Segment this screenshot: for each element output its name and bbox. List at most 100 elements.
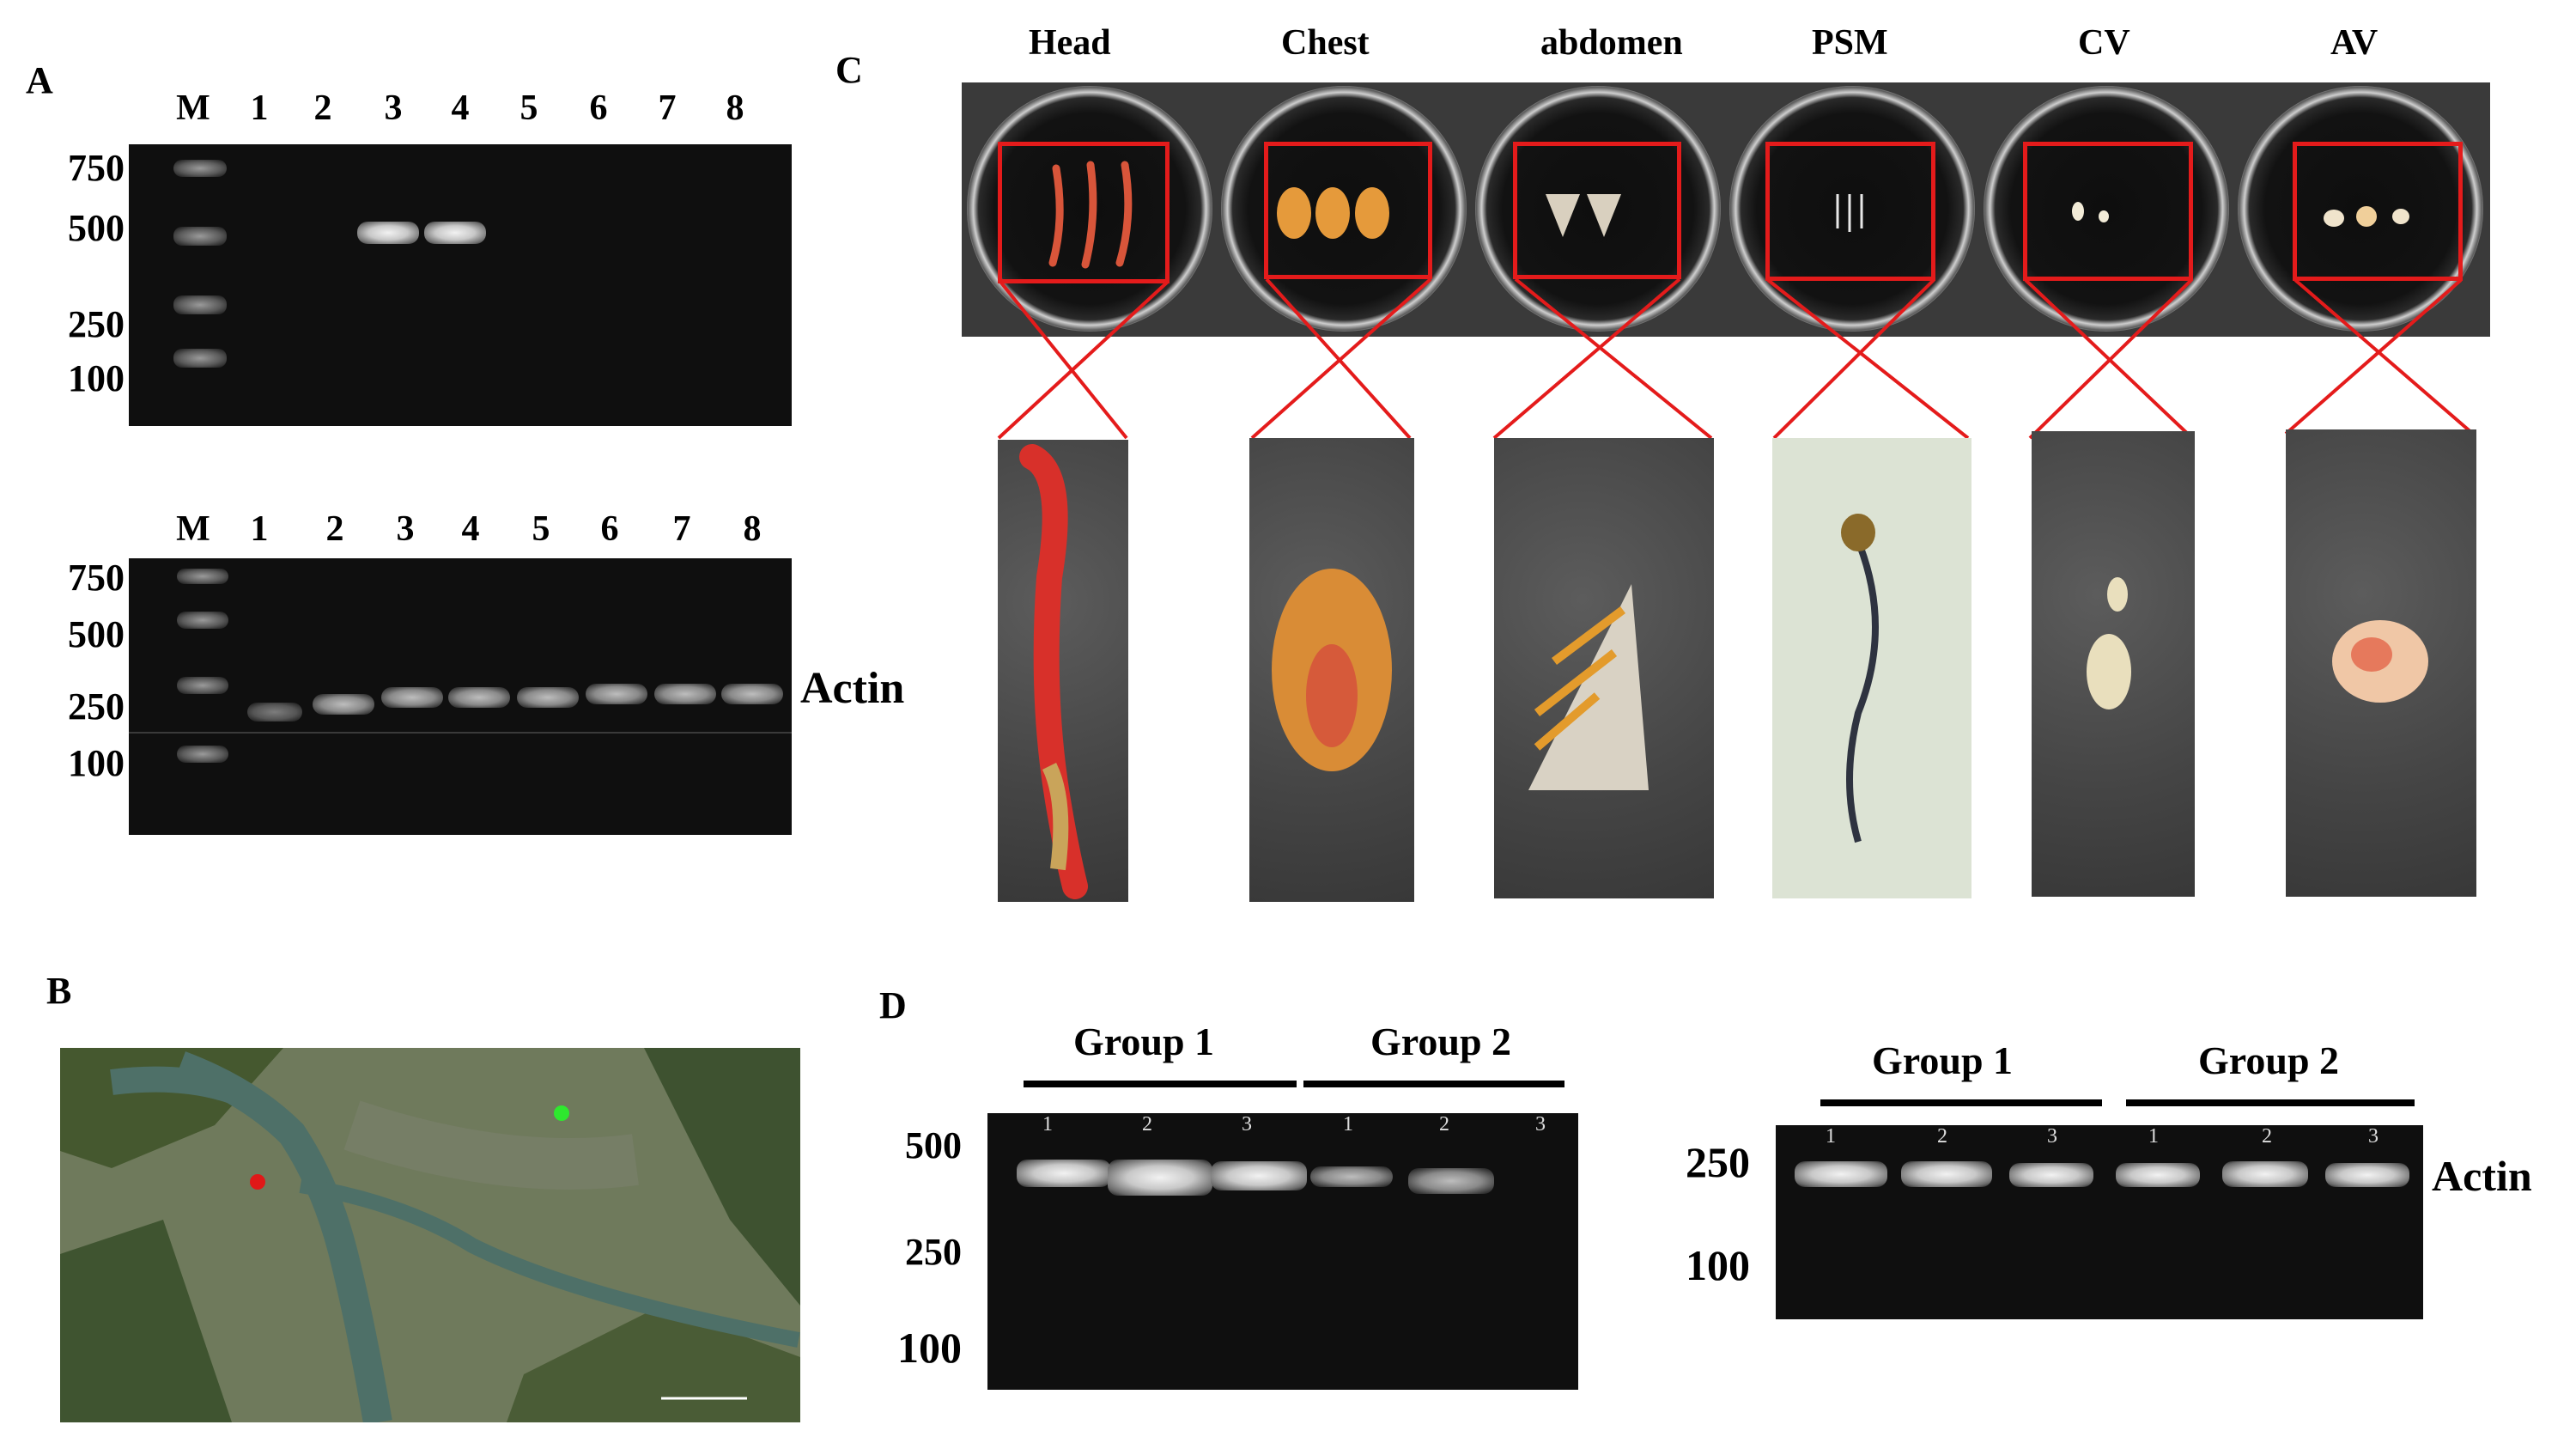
- lane-label: 5: [532, 509, 550, 549]
- size-label: 500: [68, 207, 125, 249]
- lane-label: 3: [396, 509, 415, 549]
- lane-label: 4: [451, 88, 470, 128]
- actin-band: [1901, 1161, 1992, 1187]
- size-label: 100: [1686, 1241, 1750, 1289]
- selection-box: [998, 142, 1170, 283]
- head-specimens: [1048, 161, 1133, 269]
- closeup-photo: [1772, 438, 1971, 898]
- actin-band: [654, 684, 716, 704]
- ladder-band: [173, 349, 227, 368]
- sample-band: [1211, 1161, 1307, 1190]
- lane-label: 6: [589, 88, 608, 128]
- group-label: Group 2: [1370, 1020, 1512, 1063]
- lane-label: 1: [250, 509, 269, 549]
- panel-label-d: D: [879, 984, 907, 1026]
- selection-box: [1765, 142, 1935, 281]
- lane-number: 2: [1142, 1113, 1152, 1136]
- actin-band: [721, 684, 783, 704]
- gel-image: 1 2 3 1 2 3: [1776, 1125, 2423, 1319]
- tissue-label: Head: [1029, 23, 1111, 63]
- sample-band: [1108, 1160, 1212, 1196]
- psm-specimens: [1836, 194, 1863, 232]
- actin-band: [2325, 1163, 2409, 1187]
- satellite-map: [60, 1048, 800, 1422]
- ladder-band: [177, 612, 228, 629]
- size-label: 100: [68, 742, 125, 784]
- actin-label: Actin: [2432, 1152, 2532, 1200]
- size-label: 250: [68, 685, 125, 728]
- panel-label-a: A: [26, 59, 53, 101]
- lane-label-m: M: [176, 509, 210, 549]
- lane-number: 1: [1343, 1113, 1353, 1136]
- actin-band: [1795, 1161, 1887, 1187]
- closeup-photo: [1494, 438, 1714, 898]
- group-underline: [1303, 1081, 1564, 1087]
- sample-band: [357, 222, 419, 244]
- actin-band: [247, 703, 302, 722]
- sample-band: [1017, 1160, 1111, 1187]
- closeup-photo: [1249, 438, 1414, 902]
- sampling-site-red-marker: [250, 1174, 265, 1190]
- gel-image: [129, 144, 792, 426]
- lane-number: 3: [1242, 1113, 1252, 1136]
- lane-number: 2: [1937, 1125, 1947, 1148]
- size-label: 250: [68, 303, 125, 345]
- closeup-photo: [2032, 431, 2195, 897]
- lane-number: 3: [2368, 1125, 2379, 1148]
- ladder-band: [173, 295, 227, 314]
- panel-label-b: B: [46, 970, 72, 1012]
- actin-band: [2222, 1161, 2308, 1187]
- lane-number: 1: [1042, 1113, 1053, 1136]
- sample-band: [1408, 1168, 1494, 1194]
- ladder-band: [177, 746, 228, 763]
- actin-band: [448, 687, 510, 708]
- size-label: 250: [1686, 1138, 1750, 1186]
- gel-seam: [129, 732, 792, 734]
- gel-image: [129, 558, 792, 835]
- size-label: 100: [897, 1324, 962, 1372]
- selection-box: [2293, 142, 2463, 281]
- selection-box: [2023, 142, 2193, 281]
- size-label: 750: [68, 147, 125, 189]
- abdomen-specimens: [1546, 194, 1621, 237]
- lane-label: 5: [519, 88, 538, 128]
- actin-band: [381, 687, 443, 708]
- lane-label: 7: [658, 88, 677, 128]
- size-label: 250: [905, 1231, 962, 1273]
- actin-band: [517, 687, 579, 708]
- lane-number: 1: [1826, 1125, 1836, 1148]
- lane-label: 1: [250, 88, 269, 128]
- gel-image: 1 2 3 1 2 3: [987, 1113, 1578, 1390]
- lane-label: 3: [384, 88, 403, 128]
- sample-band: [1310, 1166, 1393, 1187]
- ladder-band: [173, 160, 227, 177]
- sampling-site-green-marker: [554, 1105, 569, 1121]
- tissue-label: abdomen: [1540, 23, 1683, 63]
- lane-label: 2: [313, 88, 332, 128]
- closeup-photo: [2286, 429, 2476, 897]
- panel-label-c: C: [835, 49, 863, 91]
- actin-band: [586, 684, 647, 704]
- lane-label: 8: [726, 88, 744, 128]
- group-label: Group 1: [1073, 1020, 1215, 1063]
- lane-number: 2: [2262, 1125, 2272, 1148]
- group-label: Group 2: [2198, 1038, 2340, 1082]
- actin-label: Actin: [800, 664, 905, 713]
- dish-specimens: [1048, 161, 2409, 269]
- tissue-label: PSM: [1812, 23, 1888, 63]
- group-underline: [1024, 1081, 1297, 1087]
- lane-number: 3: [1535, 1113, 1546, 1136]
- tissue-label: Chest: [1281, 23, 1370, 63]
- group-underline: [2126, 1099, 2415, 1106]
- size-label: 500: [905, 1124, 962, 1166]
- selection-box: [1264, 142, 1432, 279]
- lane-label: 4: [461, 509, 480, 549]
- av-specimens: [2324, 206, 2409, 227]
- ladder-band: [177, 677, 228, 694]
- size-label: 100: [68, 357, 125, 399]
- lane-number: 1: [2148, 1125, 2159, 1148]
- closeup-photo: [998, 440, 1128, 902]
- actin-band: [2116, 1163, 2200, 1187]
- sample-band: [424, 222, 486, 244]
